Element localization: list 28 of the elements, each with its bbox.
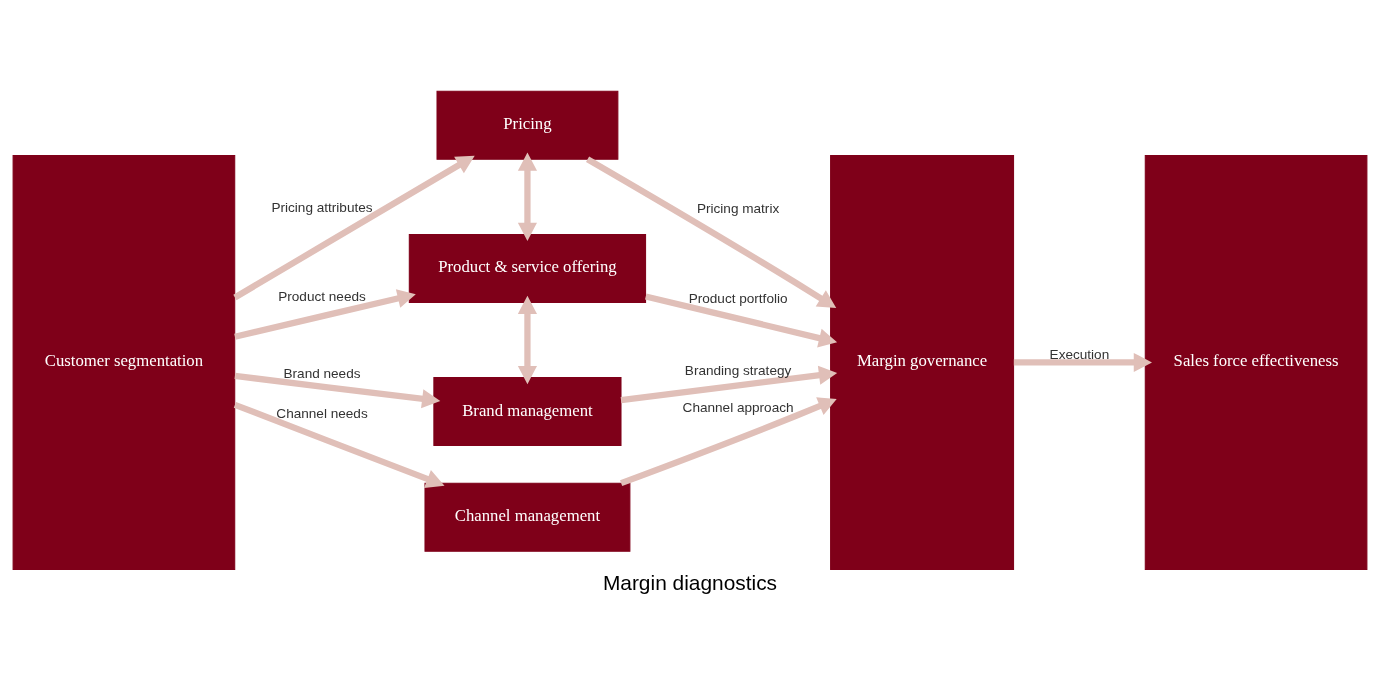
arrow <box>645 292 838 347</box>
edge-label: Brand needs <box>283 365 361 381</box>
edge-label: Channel approach <box>682 399 794 415</box>
node-box: Channel management <box>424 482 631 552</box>
edge-label: Product portfolio <box>688 290 788 306</box>
arrow <box>1013 352 1152 372</box>
arrow <box>620 396 837 486</box>
node-box: Customer segmentation <box>12 154 236 570</box>
node-box: Pricing <box>436 90 619 160</box>
caption: Margin diagnostics <box>602 570 778 594</box>
arrow <box>517 295 537 384</box>
arrow <box>586 156 837 308</box>
node-box: Product & service offering <box>408 233 647 303</box>
edge-label: Pricing attributes <box>271 199 373 215</box>
arrow <box>620 365 838 403</box>
edge-label: Product needs <box>278 288 366 304</box>
edge-label: Channel needs <box>276 405 368 421</box>
arrow <box>233 401 445 488</box>
edge-label: Branding strategy <box>684 362 792 378</box>
arrow <box>234 288 416 340</box>
arrow <box>234 372 441 408</box>
arrow <box>233 155 475 300</box>
arrow <box>517 152 537 241</box>
edge-label: Execution <box>1049 346 1110 362</box>
node-box: Brand management <box>433 376 622 446</box>
node-box: Margin governance <box>830 154 1015 570</box>
edge-label: Pricing matrix <box>696 200 780 216</box>
node-box: Sales force effectiveness <box>1144 154 1368 570</box>
